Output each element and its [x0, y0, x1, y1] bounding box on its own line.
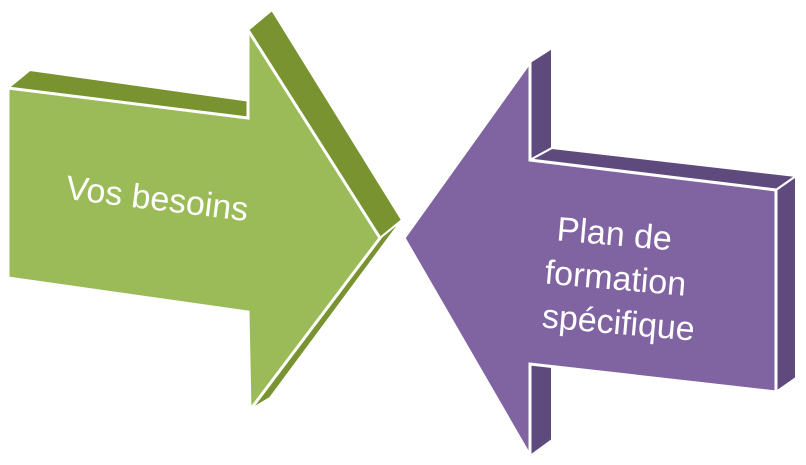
right-arrow: Plan de formation spécifique	[402, 47, 797, 462]
left-arrow: Vos besoins	[6, 9, 403, 415]
right-arrow-head-upper-face	[529, 47, 553, 161]
right-arrow-front	[402, 57, 778, 462]
left-arrow-front	[6, 24, 382, 415]
right-arrow-side-face	[775, 175, 797, 393]
right-arrow-head-lower-face	[529, 359, 553, 457]
right-arrow-label: Plan de formation spécifique	[539, 210, 704, 349]
